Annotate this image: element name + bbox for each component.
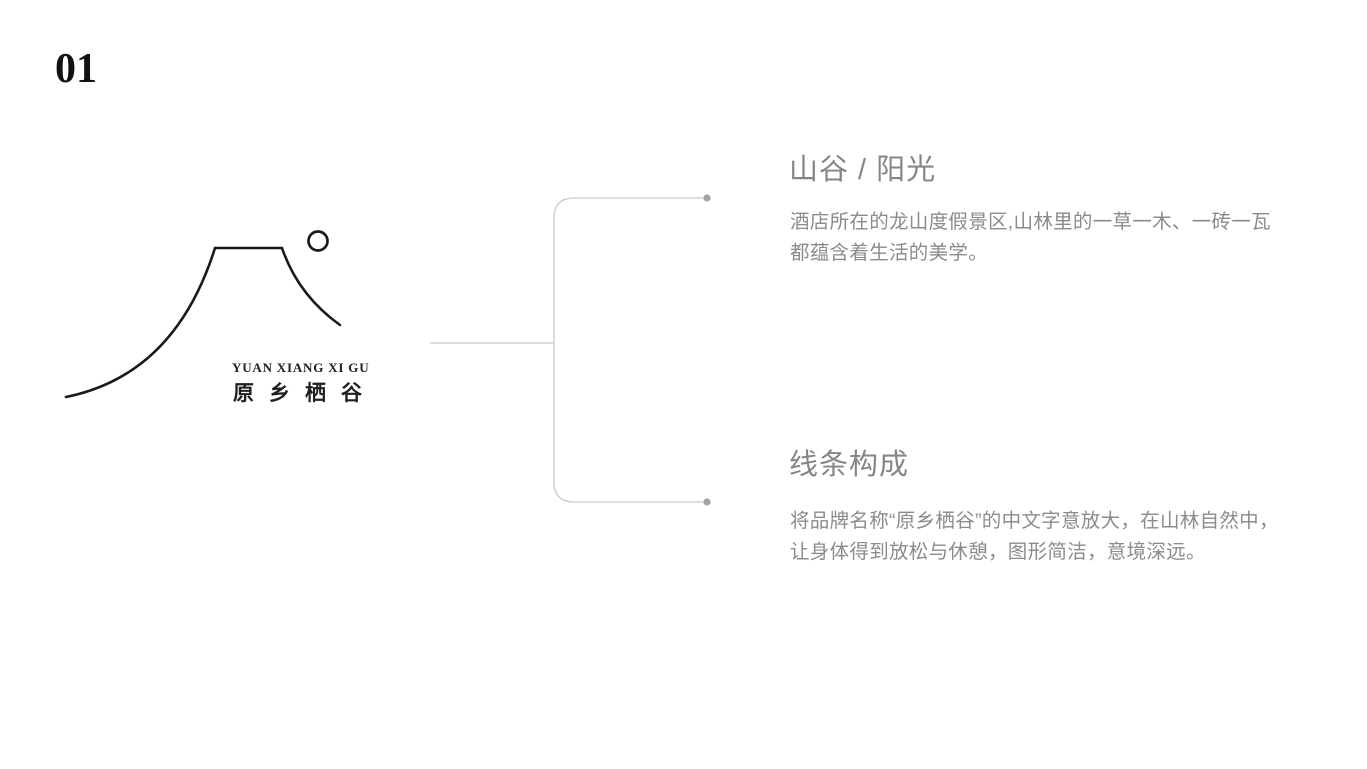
connector-bracket-line (553, 197, 707, 503)
connector-dot-top (703, 194, 711, 202)
logo-chinese-name: 原乡栖谷 (233, 381, 377, 405)
section-body-line: 都蕴含着生活的美学。 (790, 242, 989, 264)
connector-dot-bottom (703, 498, 711, 506)
section-heading-valley-sunlight: 山谷 / 阳光 (789, 154, 937, 186)
mountain-sun-logo-mark (64, 230, 342, 399)
mountain-line-icon (64, 246, 342, 399)
section-body-valley-sunlight: 酒店所在的龙山度假景区,山林里的一草一木、一砖一瓦 都蕴含着生活的美学。 (790, 207, 1271, 269)
section-body-line-composition: 将品牌名称“原乡栖谷”的中文字意放大，在山林自然中， 让身体得到放松与休憩，图形… (790, 506, 1279, 568)
connector-bracket (430, 194, 711, 506)
logo-latin-name: YUAN XIANG XI GU (232, 360, 370, 375)
section-body-line: 让身体得到放松与休憩，图形简洁，意境深远。 (790, 541, 1206, 563)
section-body-line: 酒店所在的龙山度假景区,山林里的一草一木、一砖一瓦 (790, 211, 1271, 233)
page-number: 01 (55, 46, 97, 92)
section-body-line: 将品牌名称“原乡栖谷”的中文字意放大，在山林自然中， (790, 510, 1279, 532)
section-heading-line-composition: 线条构成 (789, 449, 910, 481)
sun-circle-icon (307, 230, 329, 252)
